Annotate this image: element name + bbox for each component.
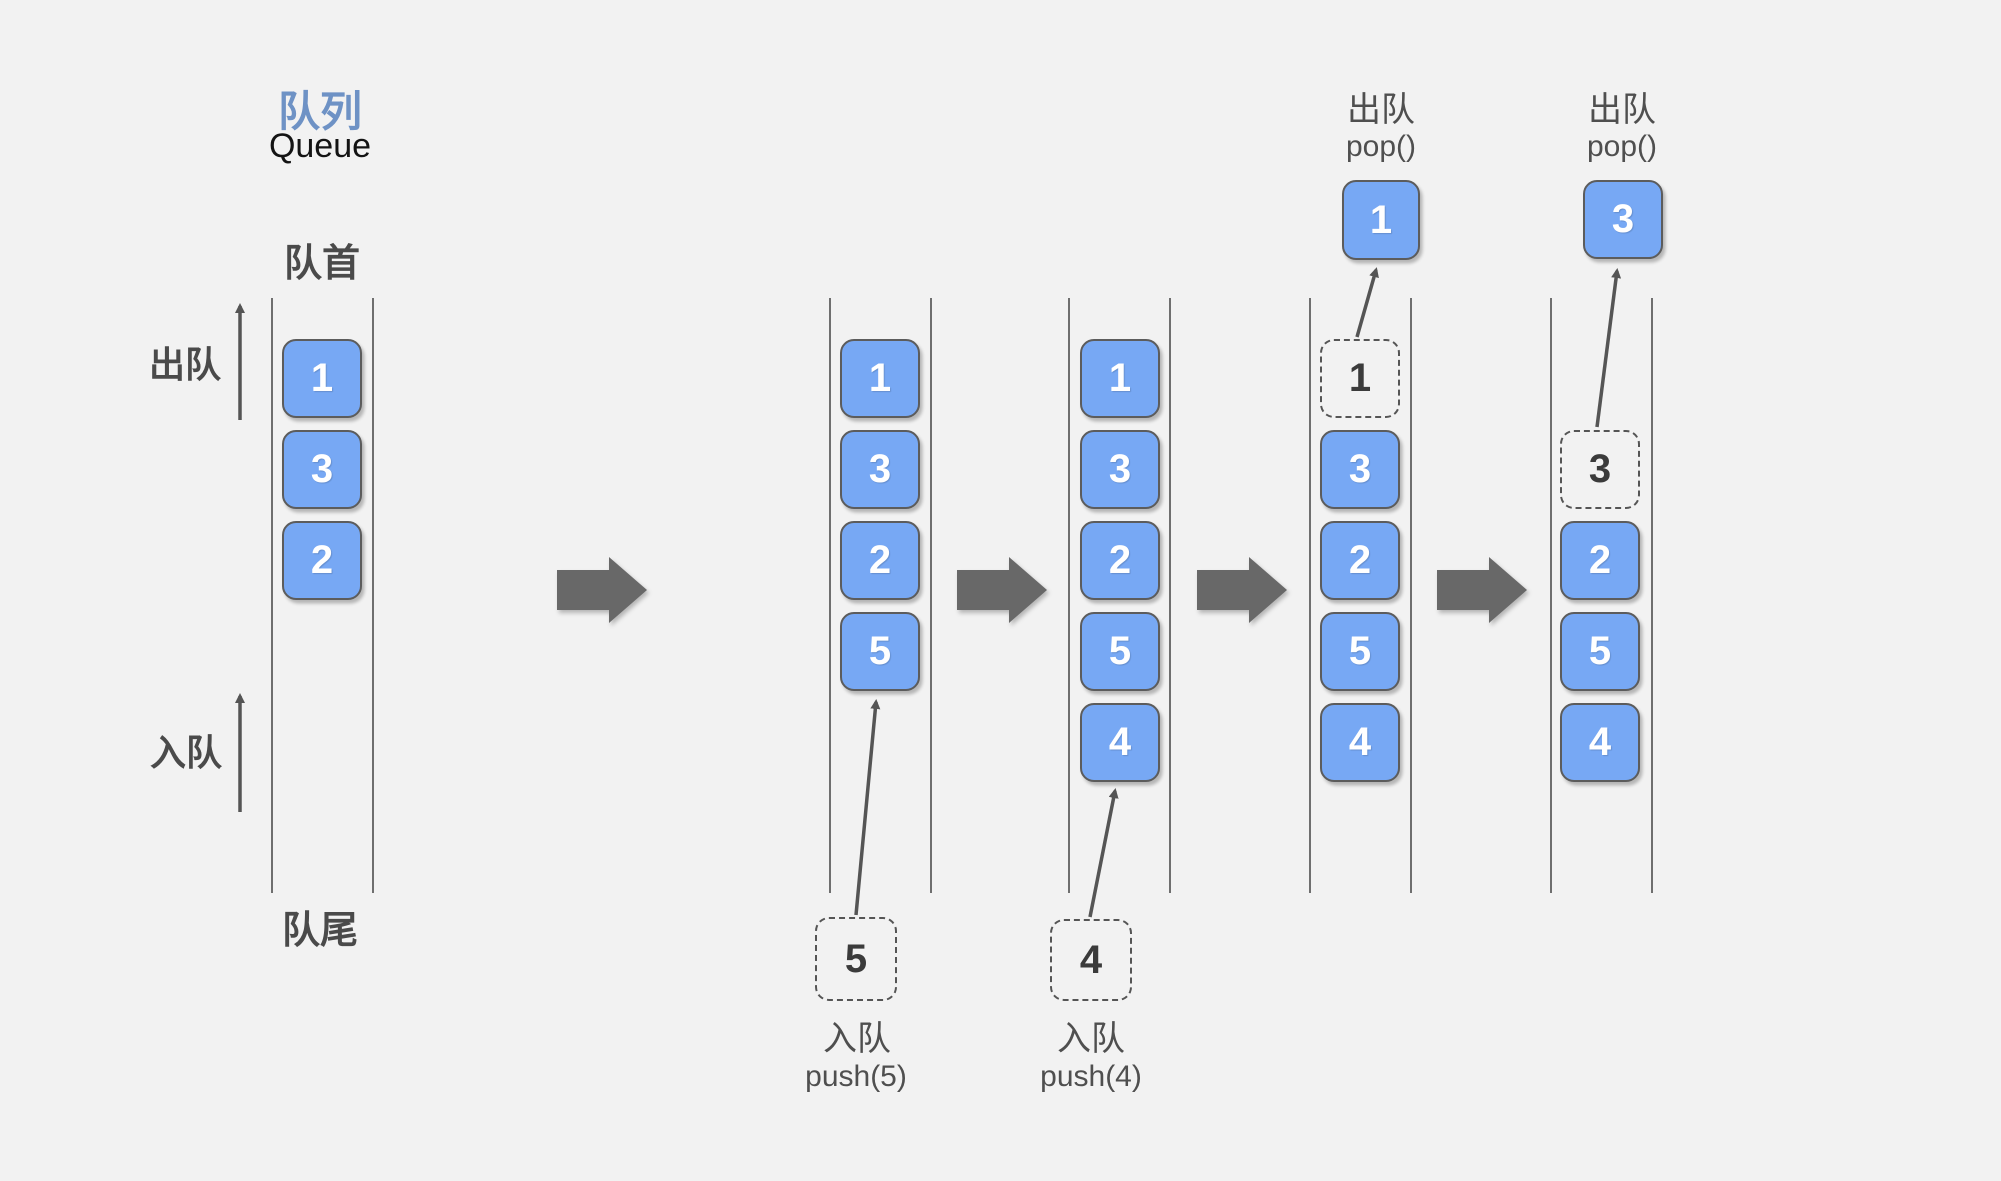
queue-channel-after-pop1 (1309, 298, 1412, 893)
page-title-zh: 队列 (277, 88, 363, 135)
incoming-element: 4 (1050, 919, 1132, 1001)
queue-element: 4 (1560, 703, 1640, 782)
dequeue-op-code: pop() (1586, 130, 1658, 163)
queue-element: 5 (1080, 612, 1160, 691)
transition-arrow-1 (557, 557, 647, 623)
queue-channel-after-pop3 (1550, 298, 1653, 893)
queue-element: 2 (1560, 521, 1640, 600)
queue-element: 5 (1560, 612, 1640, 691)
enqueue-op-code: push(4) (1040, 1060, 1142, 1093)
transition-arrow-2 (957, 557, 1047, 623)
popped-element: 1 (1342, 180, 1420, 260)
enqueue-side-label: 入队 (149, 732, 223, 773)
enqueue-op-code: push(5) (805, 1060, 907, 1093)
queue-element: 5 (840, 612, 920, 691)
front-label: 队首 (283, 243, 361, 285)
queue-element: 3 (840, 430, 920, 509)
queue-element-removed: 3 (1560, 430, 1640, 509)
queue-element: 4 (1080, 703, 1160, 782)
queue-element: 2 (282, 521, 362, 600)
rear-label: 队尾 (281, 910, 359, 952)
transition-arrow-4 (1437, 557, 1527, 623)
queue-element: 3 (1320, 430, 1400, 509)
queue-element: 3 (1080, 430, 1160, 509)
queue-element: 2 (1320, 521, 1400, 600)
queue-element: 3 (282, 430, 362, 509)
queue-element: 1 (282, 339, 362, 418)
queue-element: 5 (1320, 612, 1400, 691)
dequeue-side-label: 出队 (148, 344, 222, 385)
queue-channel-initial (271, 298, 374, 893)
enqueue-op-label: 入队 (1057, 1020, 1125, 1058)
queue-element: 4 (1320, 703, 1400, 782)
queue-element: 1 (1080, 339, 1160, 418)
queue-channel-after-push4 (1068, 298, 1171, 893)
dequeue-op-label: 出队 (1588, 91, 1656, 129)
incoming-element: 5 (815, 917, 897, 1001)
enqueue-op-label: 入队 (823, 1020, 891, 1058)
popped-element: 3 (1583, 180, 1663, 259)
queue-channel-after-push5 (829, 298, 932, 893)
queue-element-removed: 1 (1320, 339, 1400, 418)
transition-arrow-3 (1197, 557, 1287, 623)
page-title-en: Queue (268, 127, 372, 165)
queue-element: 2 (1080, 521, 1160, 600)
queue-element: 2 (840, 521, 920, 600)
dequeue-op-code: pop() (1345, 130, 1417, 163)
dequeue-op-label: 出队 (1347, 91, 1415, 129)
queue-element: 1 (840, 339, 920, 418)
